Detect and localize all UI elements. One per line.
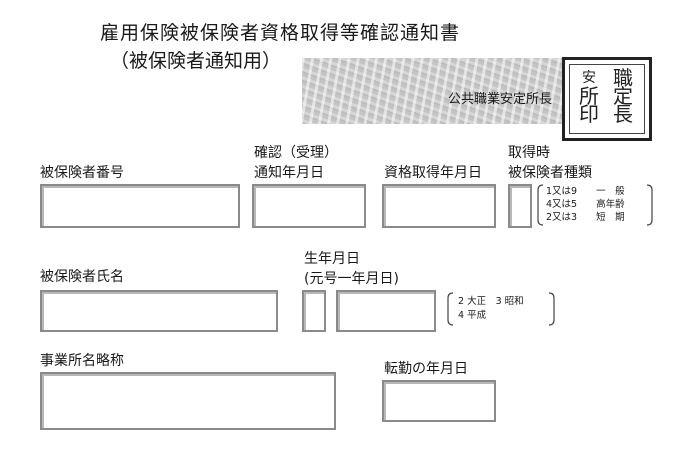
insured-name-label: 被保険者氏名 — [40, 269, 124, 285]
document-title: 雇用保険被保険者資格取得等確認通知書 — [100, 22, 461, 44]
insured-type-label-line2: 被保険者種類 — [508, 165, 592, 181]
office-abbrev-label: 事業所名略称 — [40, 353, 124, 369]
seal-char: 長 — [613, 102, 633, 126]
insured-name-field[interactable] — [40, 290, 278, 332]
bracket-icon — [447, 292, 555, 326]
birth-date-field[interactable] — [336, 290, 436, 332]
era-option: 2 大正 3 昭和 — [458, 296, 524, 307]
seal-char: 印 — [579, 102, 599, 126]
security-pattern-band — [302, 58, 580, 124]
birth-date-label-line1: 生年月日 — [304, 251, 360, 267]
acquisition-date-label: 資格取得年月日 — [384, 165, 482, 181]
insured-type-label-line1: 取得時 — [508, 145, 550, 161]
insured-number-label: 被保険者番号 — [40, 165, 124, 181]
office-name: 公共職業安定所長 — [448, 92, 553, 107]
document-subtitle: （被保険者通知用） — [110, 50, 282, 72]
transfer-date-field[interactable] — [382, 380, 496, 422]
insured-type-field[interactable] — [508, 184, 532, 228]
official-seal: 職 安 定 所 長 印 — [562, 57, 652, 141]
era-options: 2 大正 3 昭和 4 平成 — [446, 292, 556, 326]
confirmation-date-label-line2: 通知年月日 — [254, 165, 324, 181]
seal-char: 安 — [582, 70, 596, 86]
office-abbrev-field[interactable] — [40, 372, 336, 430]
insured-type-options: 1又は9 一 般 4又は5 高年齢 2又は3 短 期 — [536, 184, 654, 226]
transfer-date-label: 転勤の年月日 — [384, 361, 468, 377]
insured-number-field[interactable] — [40, 184, 240, 228]
birth-date-label-line2: (元号一年月日) — [304, 271, 399, 287]
confirmation-date-field[interactable] — [252, 184, 366, 228]
insured-type-option: 1又は9 一 般 — [546, 186, 625, 197]
insured-type-option: 2又は3 短 期 — [546, 212, 625, 223]
bracket-icon — [537, 184, 653, 226]
insured-type-option: 4又は5 高年齢 — [546, 199, 625, 210]
seal-char: 定 — [613, 84, 633, 108]
seal-char: 職 — [613, 66, 633, 90]
confirmation-date-label-line1: 確認（受理） — [254, 145, 338, 161]
era-option: 4 平成 — [458, 310, 487, 321]
acquisition-date-field[interactable] — [382, 184, 496, 228]
seal-char: 所 — [579, 84, 599, 108]
birth-era-field[interactable] — [302, 290, 326, 332]
